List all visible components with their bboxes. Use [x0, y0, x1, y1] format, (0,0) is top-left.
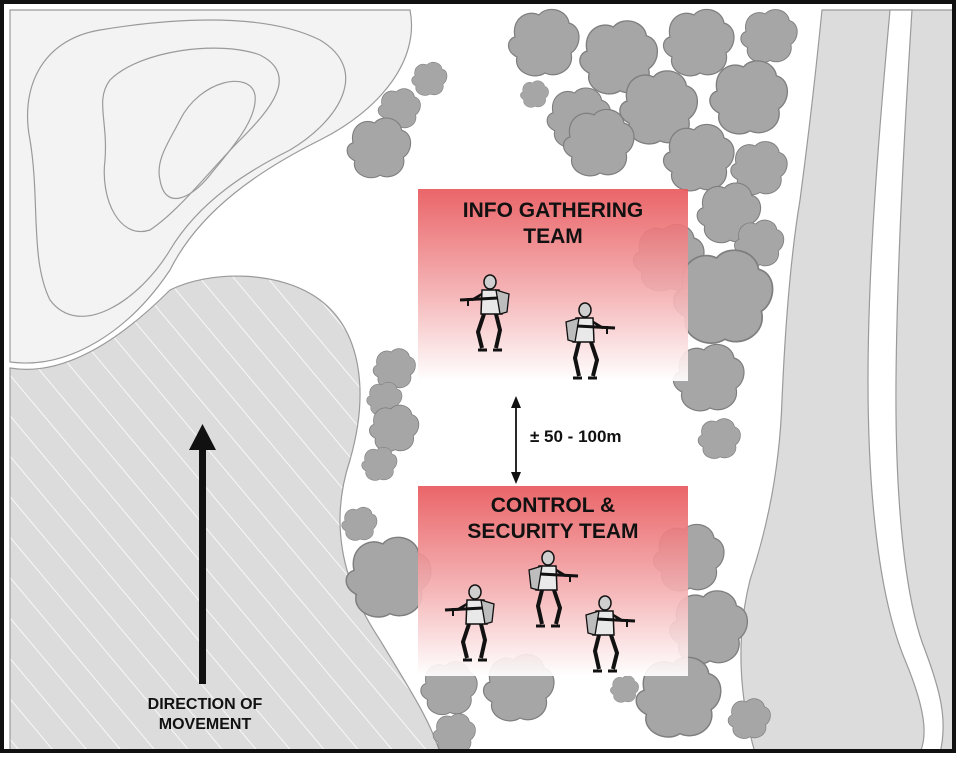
- info-team-area: [418, 189, 688, 381]
- road-strip: [740, 9, 956, 754]
- info-team-title-line2: TEAM: [523, 225, 583, 248]
- info-team-title: INFO GATHERING: [462, 199, 644, 222]
- hill-contours: [9, 9, 412, 364]
- direction-label: DIRECTION OF: [147, 696, 263, 713]
- spacing-arrow: [511, 396, 521, 484]
- hatched-slope: [9, 275, 441, 754]
- direction-arrow: [189, 424, 216, 684]
- control-team-title-line2: SECURITY TEAM: [467, 520, 639, 543]
- direction-label-line2: MOVEMENT: [158, 716, 252, 733]
- control-team-title: CONTROL &: [490, 494, 616, 517]
- spacing-label: ± 50 - 100m: [530, 427, 622, 446]
